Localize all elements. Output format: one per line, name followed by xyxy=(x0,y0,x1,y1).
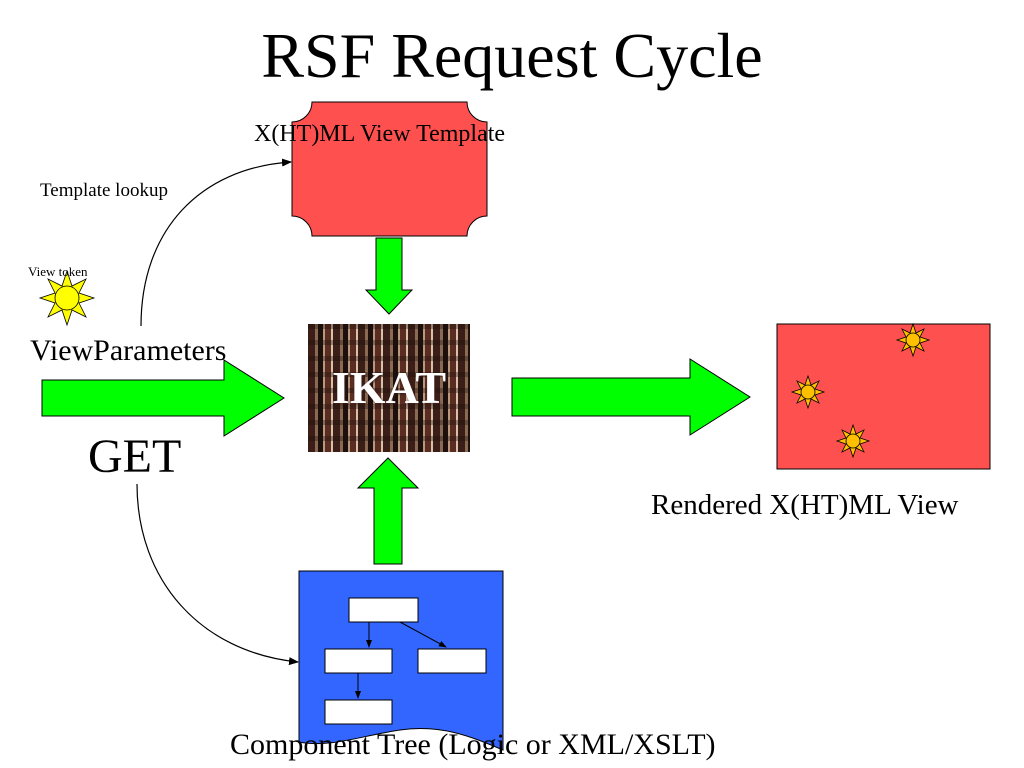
tree-node-left xyxy=(324,648,393,674)
view-token-label: View token xyxy=(28,264,88,279)
arrow-tree-to-ikat xyxy=(356,457,420,565)
view-token-sun-icon xyxy=(38,269,96,327)
view-template-shape xyxy=(291,101,488,237)
get-label: GET xyxy=(88,430,182,483)
template-lookup-connector xyxy=(140,158,292,327)
ikat-renderer: IKAT xyxy=(308,324,470,452)
sun-icon xyxy=(835,423,871,459)
sun-icon xyxy=(790,374,826,410)
tree-node-right xyxy=(417,648,487,674)
get-to-tree-connector xyxy=(136,483,299,666)
component-tree-label: Component Tree (Logic or XML/XSLT) xyxy=(230,728,716,761)
arrow-get-to-ikat xyxy=(41,359,285,437)
tree-node-child xyxy=(324,699,393,725)
view-template-label: X(HT)ML View Template xyxy=(254,121,506,147)
view-parameters-label: ViewParameters xyxy=(30,334,227,367)
tree-edge xyxy=(399,621,447,648)
arrow-template-to-ikat xyxy=(364,237,414,315)
slide-title: RSF Request Cycle xyxy=(261,20,763,91)
ikat-label: IKAT xyxy=(331,362,447,413)
sun-icon xyxy=(895,322,931,358)
arrow-ikat-to-rendered xyxy=(511,358,751,436)
rendered-view-label: Rendered X(HT)ML View xyxy=(651,489,959,521)
template-lookup-label: Template lookup xyxy=(40,180,168,201)
tree-node-root xyxy=(348,597,419,623)
